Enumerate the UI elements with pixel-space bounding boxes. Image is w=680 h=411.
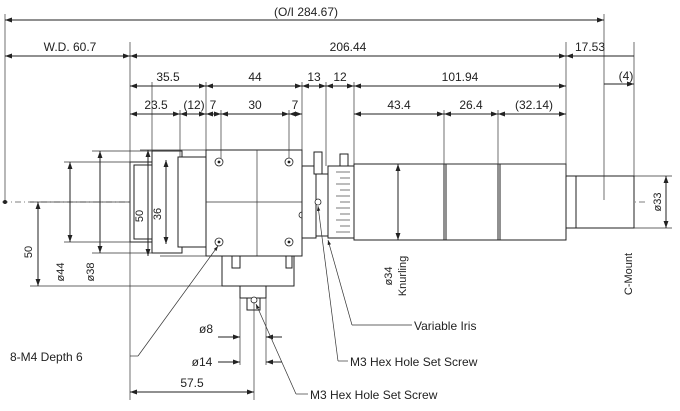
dim-23-5: 23.5 [144,98,168,112]
dimension-texts: (O/I 284.67) W.D. 60.7 206.44 17.53 (4) … [44,5,634,390]
dim-50-block: 50 [134,210,146,222]
label-set-screw-1: M3 Hex Hole Set Screw [350,355,478,369]
callout-labels: Variable Iris M3 Hex Hole Set Screw M3 H… [10,319,478,402]
dim-overall: (O/I 284.67) [274,5,338,19]
dim-35-5: 35.5 [156,70,180,84]
dim-dia-34: ø34 [383,267,395,286]
label-set-screw-2: M3 Hex Hole Set Screw [310,388,438,402]
dim-12: 12 [333,70,347,84]
dim-7a: 7 [210,98,217,112]
dim-101-94: 101.94 [442,70,479,84]
dimension-lines [5,17,634,395]
dim-32-14: (32.14) [515,98,553,112]
label-c-mount: C-Mount [623,253,635,295]
fiber-port [239,285,267,299]
label-variable-iris: Variable Iris [414,319,476,333]
object-point [3,200,7,204]
extension-lines [4,14,672,400]
dim-26-4: 26.4 [459,98,483,112]
label-knurling: Knurling [397,256,409,296]
dim-rear-flange: 17.53 [575,40,605,54]
vertical-dimension-texts: 50 ø44 ø38 50 36 ø34 ø33 Knurling C-Moun… [23,193,664,297]
dim-50-height: 50 [23,246,35,258]
label-tapped-holes: 8-M4 Depth 6 [10,350,83,364]
dim-dia-8: ø8 [199,322,213,336]
leader-lines [130,205,412,395]
dim-12-paren: (12) [183,98,204,112]
dim-7b: 7 [292,98,299,112]
dim-dia-33: ø33 [652,193,664,212]
vertical-dimension-lines [35,150,669,286]
iris-scale [336,171,350,233]
rear-barrel [353,163,567,241]
dim-43-4: 43.4 [387,98,411,112]
dim-dia-44: ø44 [55,263,67,282]
dim-57-5: 57.5 [180,376,204,390]
dim-rear-4: (4) [619,69,634,83]
dim-working-distance: W.D. 60.7 [44,40,97,54]
c-mount [565,175,635,229]
dim-13: 13 [307,70,321,84]
dim-dia-38: ø38 [85,263,97,282]
dim-dia-14: ø14 [192,355,213,369]
dim-44: 44 [248,70,262,84]
dim-body-length: 206.44 [330,40,367,54]
dim-36: 36 [152,208,164,220]
dim-30: 30 [248,98,262,112]
